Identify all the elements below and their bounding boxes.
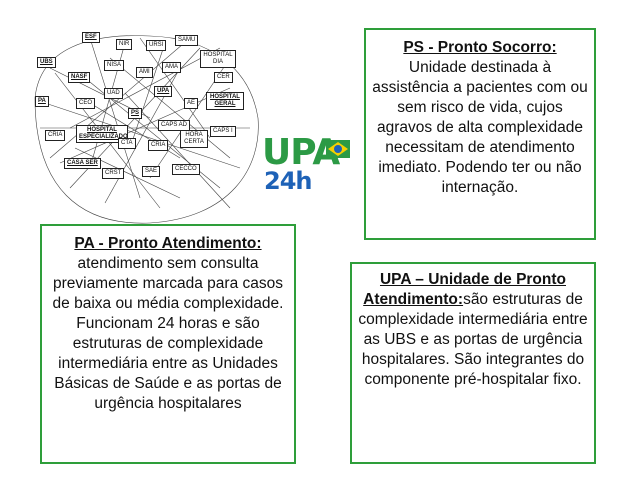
node-caps-ad: CAPS AD: [158, 120, 191, 131]
node-hora-certa: HORA CERTA: [180, 130, 208, 148]
node-nir: NIR: [116, 39, 133, 50]
node-cta: CTA: [118, 138, 136, 149]
ps-body: Unidade destinada à assistência a pacien…: [372, 59, 588, 196]
node-cria-left: CRIA: [45, 130, 66, 141]
upa-24h-logo: UPA 24h: [262, 134, 358, 198]
pa-body: atendimento sem consulta previamente mar…: [52, 255, 284, 412]
node-cer: CER: [214, 72, 233, 83]
node-ceo: CEO: [76, 98, 96, 109]
node-esf: ESF: [82, 32, 100, 43]
brazil-flag-icon: [326, 140, 350, 158]
pa-definition-box: PA - Pronto Atendimento: atendimento sem…: [40, 224, 296, 464]
node-cria-right: CRIA: [148, 140, 169, 151]
node-nasf: NASF: [68, 72, 91, 83]
upa-body: são estruturas de complexidade intermedi…: [358, 291, 588, 388]
logo-24h-text: 24h: [264, 167, 312, 195]
node-uad: UAD: [104, 88, 123, 99]
network-diagram: ESF NIR URSI SAMU UBS HOSPITAL DIA NISA …: [30, 28, 262, 228]
node-ursi: URSI: [146, 40, 167, 51]
node-ubs: UBS: [37, 57, 56, 68]
node-casa-ser: CASA SER: [64, 158, 101, 169]
upa-heading: UPA – Unidade de Pronto Atendimento:: [363, 271, 566, 308]
node-sae: SAE: [142, 166, 161, 177]
node-ps: PS: [128, 108, 143, 119]
node-hospital-dia: HOSPITAL DIA: [200, 50, 236, 68]
node-hospital-geral: HOSPITAL GERAL: [206, 92, 244, 110]
node-ae: AE: [184, 98, 199, 109]
node-nisa: NISA: [104, 60, 125, 71]
node-hospital-especializado: HOSPITAL ESPECIALIZADO: [76, 125, 128, 143]
node-upa: UPA: [154, 86, 173, 97]
pa-heading: PA - Pronto Atendimento:: [74, 235, 262, 252]
node-samu: SAMU: [175, 35, 199, 46]
ps-heading: PS - Pronto Socorro:: [403, 39, 557, 56]
ps-definition-box: PS - Pronto Socorro: Unidade destinada à…: [364, 28, 596, 240]
node-crst: CRST: [102, 168, 125, 179]
node-ami: AMI: [136, 67, 153, 78]
upa-definition-box: UPA – Unidade de Pronto Atendimento:são …: [350, 262, 596, 464]
node-ama: AMA: [162, 62, 182, 73]
node-cecco: CECCO: [172, 164, 200, 175]
node-caps-i: CAPS I: [210, 126, 236, 137]
node-pa: PA: [35, 96, 49, 107]
